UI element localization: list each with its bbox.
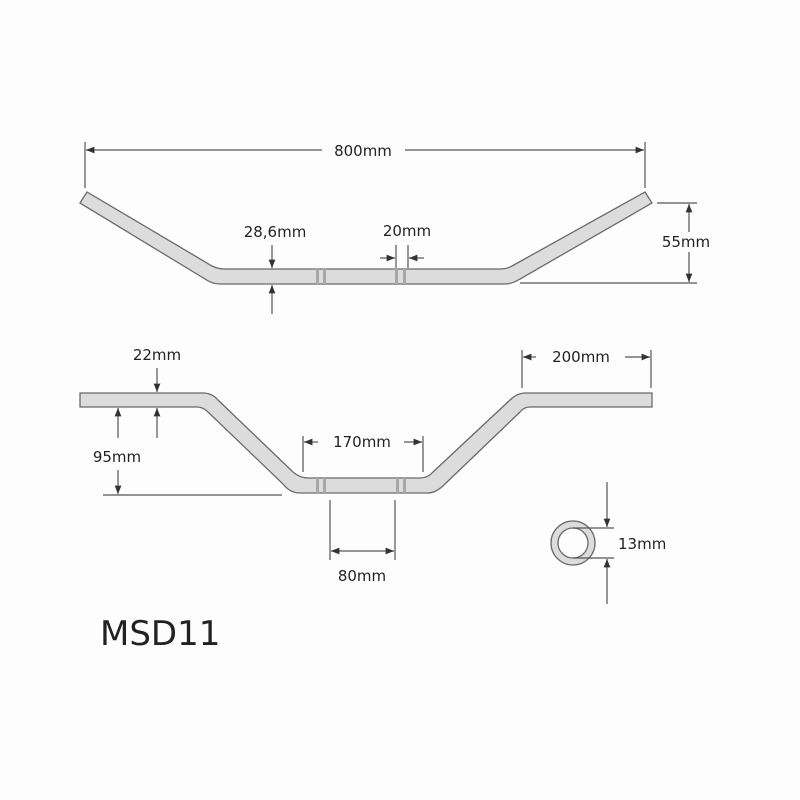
clamp-mark: [403, 269, 406, 284]
tube-section: 13mm: [550, 482, 666, 604]
width-label: 800mm: [334, 142, 392, 160]
center-width-label: 170mm: [333, 433, 391, 451]
clamp-mark: [316, 478, 319, 493]
clamp-mark: [395, 269, 398, 284]
model-title: MSD11: [100, 614, 220, 654]
end-length-label: 200mm: [552, 348, 610, 366]
handlebar-top-shape: [79, 392, 653, 494]
front-view: 800mm 28,6mm 20mm 55mm: [79, 142, 710, 314]
top-view: 22mm 95mm 200mm 170mm 80mm: [79, 346, 653, 585]
clamp-mark: [316, 269, 319, 284]
tube-label: 13mm: [618, 535, 666, 553]
clamp-mark: [323, 269, 326, 284]
pullback-label: 95mm: [93, 448, 141, 466]
rise-label: 55mm: [662, 233, 710, 251]
tube-inner-circle: [557, 527, 589, 559]
clamp-mark: [396, 478, 399, 493]
clamp-label: 80mm: [338, 567, 386, 585]
knurl-label: 20mm: [383, 222, 431, 240]
thickness-label: 22mm: [133, 346, 181, 364]
clamp-mark: [403, 478, 406, 493]
handlebar-front-shape: [79, 191, 653, 285]
clamp-mark: [323, 478, 326, 493]
diameter-label: 28,6mm: [244, 223, 307, 241]
